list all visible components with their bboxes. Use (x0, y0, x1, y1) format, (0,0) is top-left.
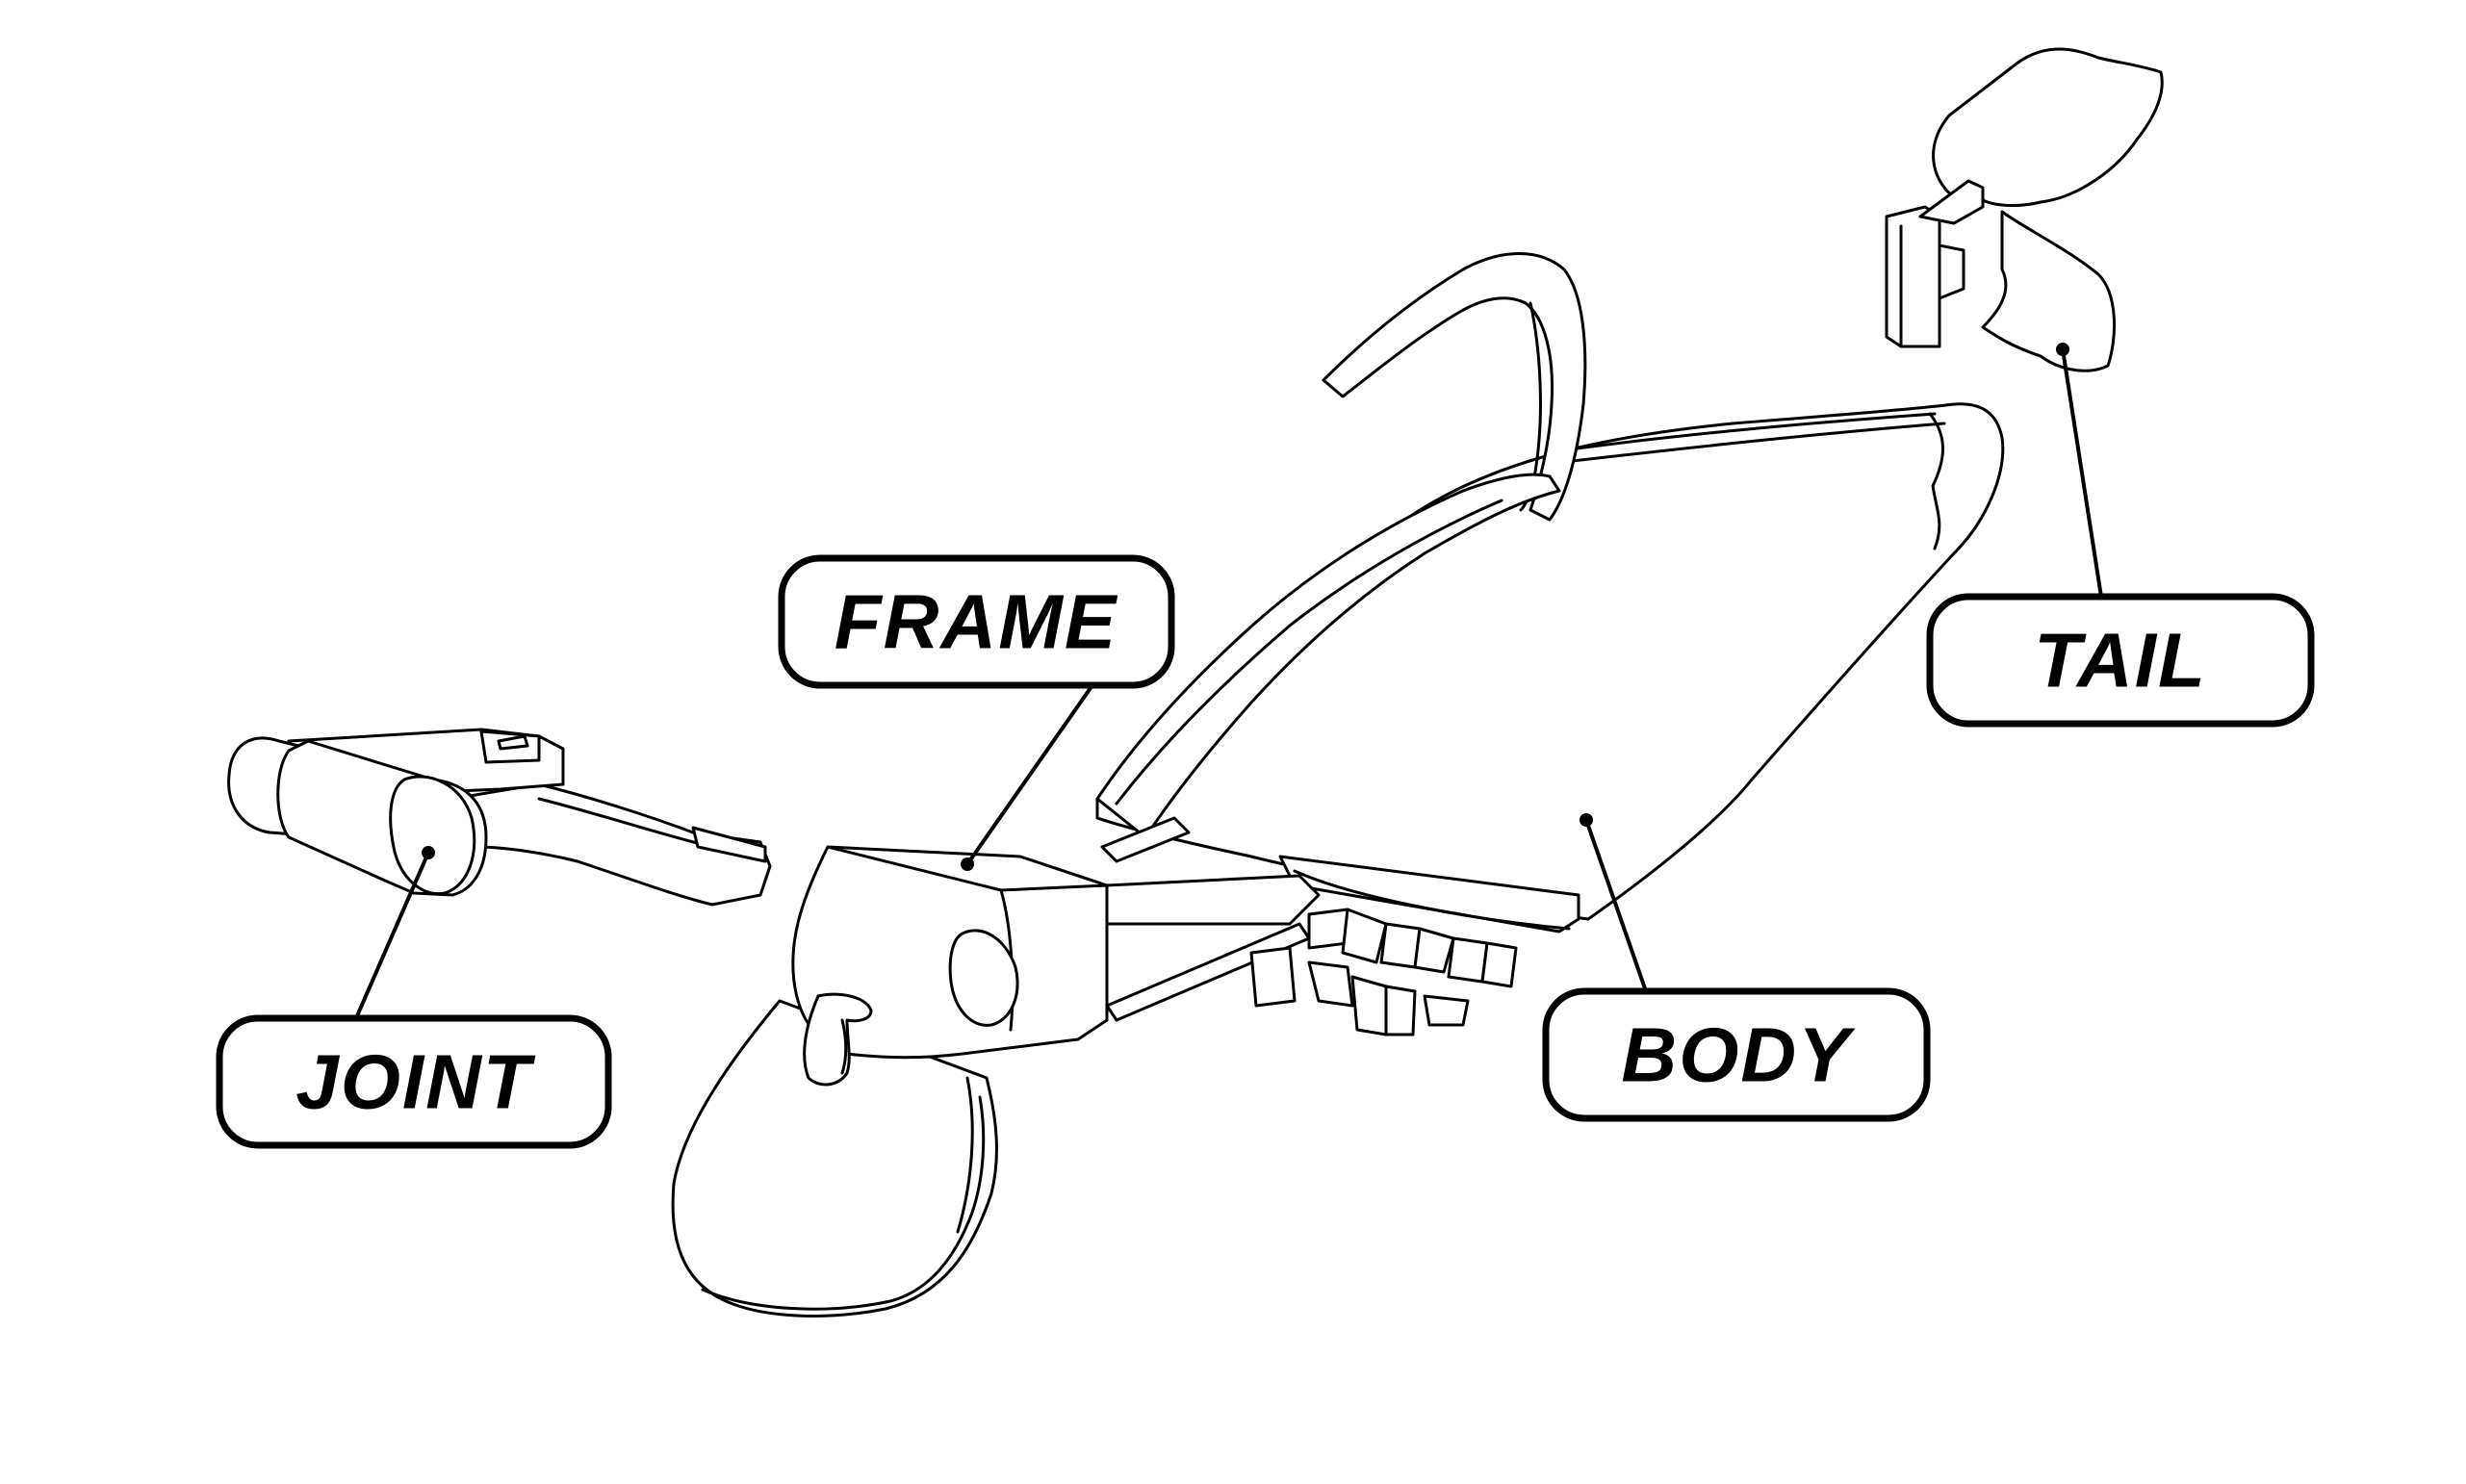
label-joint: JOINT (216, 1014, 612, 1149)
leader-frame (961, 683, 1094, 871)
anchor-dot-joint (422, 846, 435, 859)
anchor-dot-frame (961, 857, 974, 871)
anchor-dot-tail (2056, 343, 2069, 356)
leader-tail (2056, 343, 2103, 598)
label-frame: FRAME (778, 554, 1175, 689)
tail-part (1885, 47, 2164, 372)
body-part (1095, 402, 2005, 934)
label-tail: TAIL (1926, 593, 2315, 728)
label-body: BODY (1542, 987, 1931, 1122)
anchor-dot-body (1580, 813, 1593, 827)
joint-part (227, 728, 772, 907)
frame-rail (1095, 473, 1561, 863)
label-body-text: BODY (1621, 1012, 1856, 1098)
leader-joint (354, 846, 435, 1019)
label-tail-text: TAIL (2034, 618, 2207, 704)
frame-part (671, 845, 1518, 1318)
label-frame-text: FRAME (835, 579, 1118, 665)
leader-body (1580, 813, 1648, 992)
label-joint-text: JOINT (295, 1039, 536, 1125)
